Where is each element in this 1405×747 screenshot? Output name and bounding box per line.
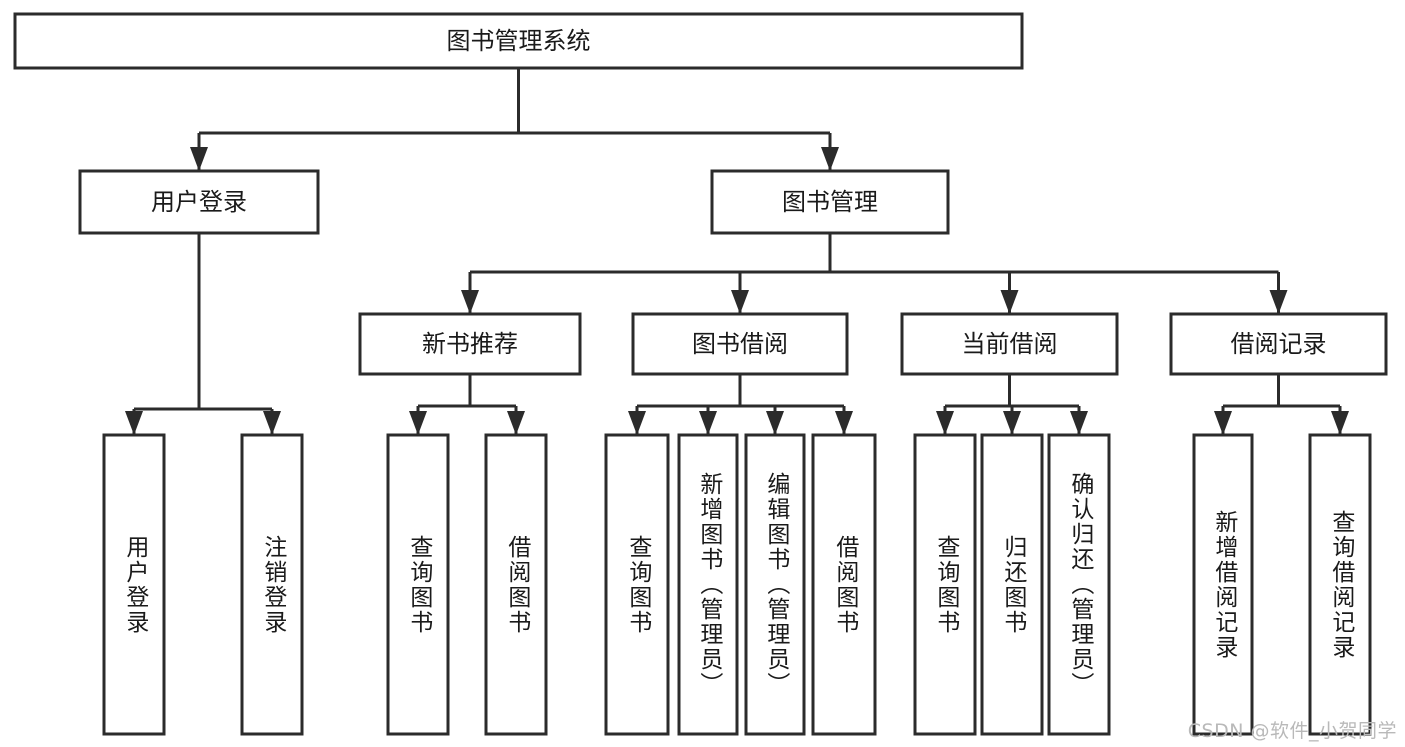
node-label-borrow-record: 借阅记录 [1231,330,1327,358]
watermark: CSDN @软件_小贺同学 [1187,720,1397,742]
node-box-root[interactable] [13,12,1024,70]
node-label-root: 图书管理系统 [447,27,591,55]
node-box-current-borrow[interactable] [900,312,1119,376]
arrow-head-icon [1003,411,1021,435]
arrow-head-icon [699,411,717,435]
node-box-leaf-query-book-borrow[interactable] [604,433,670,736]
node-box-leaf-user-login[interactable] [102,433,166,736]
node-box-book-management[interactable] [710,169,950,235]
node-box-leaf-confirm-return[interactable] [1047,433,1111,736]
node-label-book-borrow: 图书借阅 [692,330,788,358]
arrow-head-icon [507,411,525,435]
node-box-leaf-add-book[interactable] [677,433,739,736]
node-box-user-login[interactable] [78,169,320,235]
node-label-user-login: 用户登录 [151,188,247,216]
arrow-head-icon [1000,290,1019,314]
node-box-leaf-borrow-book[interactable] [811,433,877,736]
arrow-head-icon [1070,411,1088,435]
arrow-head-icon [1269,290,1288,314]
node-box-leaf-add-borrow-record[interactable] [1192,433,1254,736]
arrow-head-icon [628,411,646,435]
arrow-head-icon [766,411,784,435]
arrow-head-icon [821,147,839,171]
arrow-head-icon [409,411,427,435]
arrow-head-icon [461,290,479,314]
node-box-leaf-return-book[interactable] [980,433,1044,736]
node-box-leaf-logout-login[interactable] [240,433,304,736]
node-label-new-book-recommend: 新书推荐 [422,330,518,358]
arrow-head-icon [1331,411,1349,435]
connector-layer [125,68,1349,435]
node-box-layer [13,12,1388,736]
node-box-leaf-edit-book[interactable] [744,433,806,736]
node-box-leaf-query-book-current[interactable] [913,433,977,736]
arrow-head-icon [731,290,749,314]
node-box-leaf-query-book-recommend[interactable] [386,433,450,736]
node-box-leaf-borrow-book-recommend[interactable] [484,433,548,736]
arrow-head-icon [835,411,853,435]
node-box-new-book-recommend[interactable] [358,312,582,376]
node-label-current-borrow: 当前借阅 [962,330,1058,358]
arrow-head-icon [125,411,143,435]
arrow-head-icon [1214,411,1232,435]
arrow-head-icon [936,411,954,435]
node-box-borrow-record[interactable] [1169,312,1388,376]
node-box-leaf-query-borrow-record[interactable] [1308,433,1372,736]
arrow-head-icon [263,411,281,435]
node-box-book-borrow[interactable] [631,312,849,376]
node-label-book-management: 图书管理 [782,188,878,216]
arrow-head-icon [190,147,208,171]
